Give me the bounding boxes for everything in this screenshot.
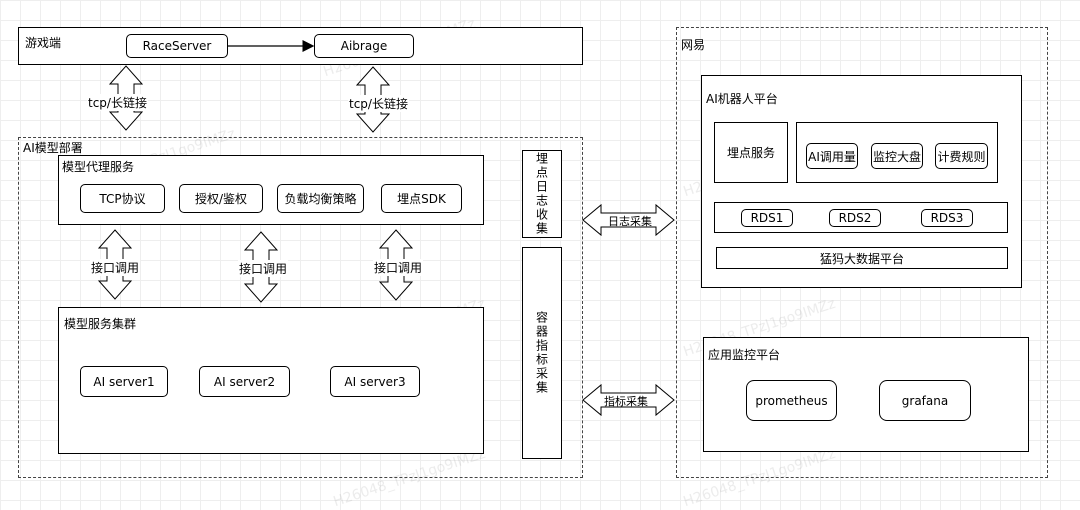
monitor-dashboard-box[interactable]: 监控大盘 — [871, 143, 923, 169]
api-call-label-1: 接口调用 — [90, 259, 141, 276]
tool-label: prometheus — [755, 393, 828, 408]
game-side-container[interactable]: 游戏端 — [18, 27, 583, 65]
bigdata-platform-box[interactable]: 猛犸大数据平台 — [716, 247, 1008, 269]
tcp-left-label: tcp/长链接 — [87, 94, 148, 111]
grafana-box[interactable]: grafana — [879, 380, 971, 421]
proxy-item-tcp[interactable]: TCP协议 — [80, 184, 165, 213]
rds-3-box[interactable]: RDS3 — [921, 209, 973, 227]
api-call-label-2: 接口调用 — [238, 260, 289, 277]
rds-label: RDS1 — [750, 211, 784, 225]
race-server-label: RaceServer — [142, 39, 212, 53]
ai-server-2[interactable]: AI server2 — [199, 366, 290, 397]
proxy-item-label: 授权/鉴权 — [194, 192, 248, 206]
billing-rules-box[interactable]: 计费规则 — [935, 143, 988, 169]
aibrage-box[interactable]: Aibrage — [314, 34, 414, 58]
tcp-right-label: tcp/长链接 — [348, 95, 409, 112]
tracking-service-box[interactable]: 埋点服务 — [714, 122, 788, 183]
game-side-title: 游戏端 — [25, 36, 62, 50]
proxy-item-label: 负载均衡策略 — [284, 192, 357, 206]
feature-label: AI调用量 — [808, 149, 856, 164]
metric-collect-double-arrow — [582, 383, 675, 417]
bigdata-platform-label: 猛犸大数据平台 — [819, 251, 904, 266]
metric-collect-label: 指标采集 — [604, 395, 648, 408]
log-collect-label: 日志采集 — [608, 215, 652, 228]
ai-server-label: AI server1 — [93, 374, 155, 389]
ai-deploy-title: AI模型部署 — [23, 141, 83, 155]
model-cluster-title: 模型服务集群 — [64, 317, 137, 331]
metric-collector-box[interactable]: 容器指标采集 — [522, 247, 562, 459]
proxy-item-tracking-sdk[interactable]: 埋点SDK — [381, 184, 462, 213]
feature-label: 监控大盘 — [872, 149, 921, 164]
log-collect-double-arrow — [582, 203, 675, 237]
ai-server-3[interactable]: AI server3 — [330, 366, 420, 397]
race-server-box[interactable]: RaceServer — [126, 34, 228, 58]
model-proxy-title: 模型代理服务 — [62, 160, 135, 174]
ai-server-1[interactable]: AI server1 — [80, 366, 168, 397]
ai-server-label: AI server3 — [344, 374, 406, 389]
proxy-item-label: TCP协议 — [99, 192, 146, 206]
rds-2-box[interactable]: RDS2 — [829, 209, 881, 227]
prometheus-box[interactable]: prometheus — [746, 380, 837, 421]
rds-1-box[interactable]: RDS1 — [741, 209, 793, 227]
log-collector-box[interactable]: 埋点日志收集 — [522, 150, 562, 238]
feature-label: 计费规则 — [937, 149, 986, 164]
ai-call-volume-box[interactable]: AI调用量 — [806, 143, 858, 169]
netease-title: 网易 — [681, 38, 706, 52]
ai-deploy-container[interactable]: AI模型部署 — [18, 137, 583, 478]
proxy-item-label: 埋点SDK — [397, 192, 446, 206]
tracking-service-label: 埋点服务 — [726, 146, 775, 160]
rds-label: RDS3 — [930, 211, 964, 225]
aibrage-label: Aibrage — [340, 39, 388, 53]
proxy-item-load-balance[interactable]: 负载均衡策略 — [277, 184, 364, 213]
rds-label: RDS2 — [838, 211, 872, 225]
ai-server-label: AI server2 — [213, 374, 276, 389]
log-collector-label: 埋点日志收集 — [534, 152, 549, 236]
netease-container[interactable]: 网易 — [676, 27, 1048, 478]
app-monitoring-title: 应用监控平台 — [708, 348, 781, 362]
ai-robot-platform-title: AI机器人平台 — [706, 92, 778, 106]
proxy-item-auth[interactable]: 授权/鉴权 — [179, 184, 263, 213]
tool-label: grafana — [901, 393, 949, 408]
api-call-label-3: 接口调用 — [373, 259, 424, 276]
metric-collector-label: 容器指标采集 — [534, 311, 549, 395]
